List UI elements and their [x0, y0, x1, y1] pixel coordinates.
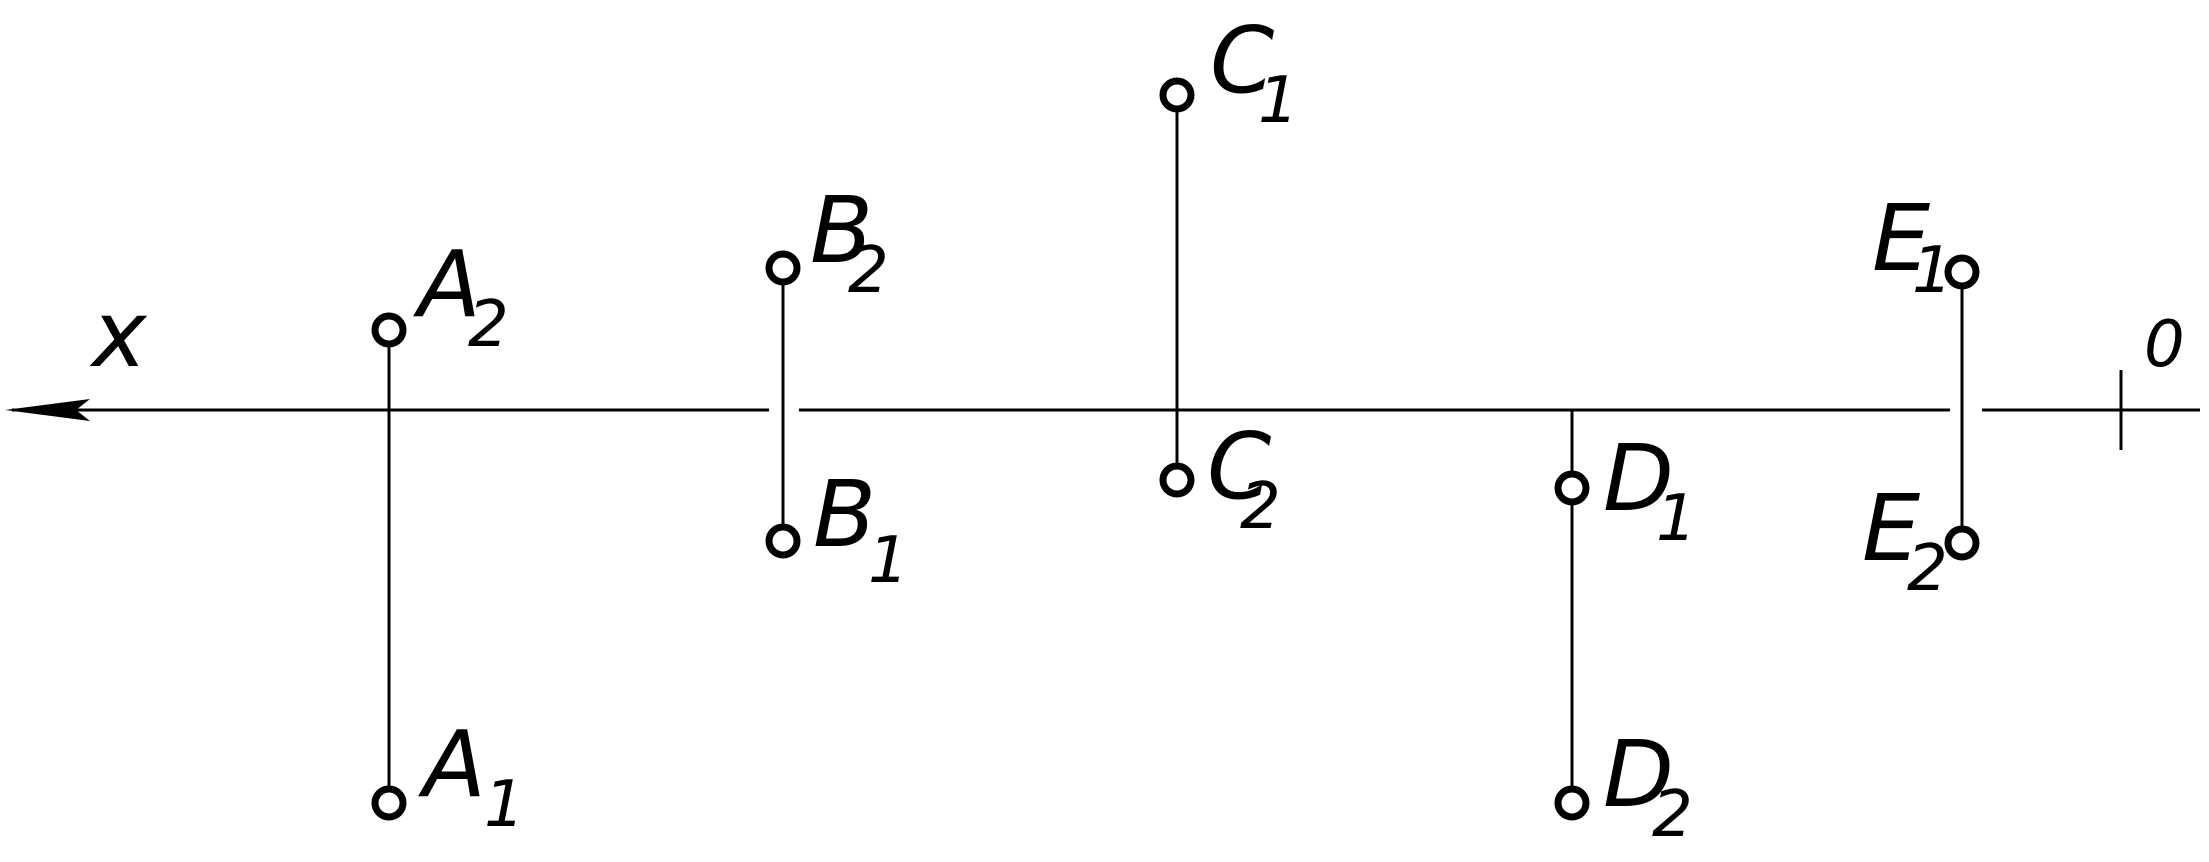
point-e2-label: E 2 — [1862, 475, 1948, 606]
point-a1-label: A 1 — [418, 711, 525, 842]
point-a2-marker — [371, 312, 407, 348]
point-a1-marker — [371, 785, 407, 821]
point-b1-index: 1 — [868, 524, 909, 598]
point-a1-index: 1 — [484, 768, 525, 842]
point-c1-label: C 1 — [1210, 7, 1299, 138]
point-e1-letter: E — [1872, 185, 1930, 292]
point-b2-marker — [765, 250, 801, 286]
point-d2-marker — [1554, 785, 1590, 821]
point-c1-letter: C — [1210, 7, 1274, 114]
point-b1-letter: B — [813, 461, 876, 568]
origin-label: 0 — [2144, 308, 2185, 382]
point-d1-letter: D — [1603, 425, 1674, 532]
point-c2-label: C 2 — [1207, 413, 1281, 544]
point-b1-label: B 1 — [813, 461, 909, 598]
point-a1-letter: A — [418, 711, 486, 818]
point-a2-letter: A — [413, 231, 481, 338]
x-axis-label: x — [89, 281, 148, 388]
point-c1-index: 1 — [1258, 64, 1299, 138]
point-c2-letter: C — [1207, 413, 1271, 520]
point-e2-letter: E — [1862, 475, 1920, 582]
point-b2-label: B 2 — [810, 177, 889, 308]
point-d2-label: D 2 — [1603, 721, 1693, 852]
point-d2-letter: D — [1603, 721, 1674, 828]
point-b1-marker — [765, 523, 801, 559]
point-a2-label: A 2 — [413, 231, 509, 362]
point-a2-index: 2 — [468, 288, 509, 362]
point-d2-index: 2 — [1652, 778, 1693, 852]
point-e2-marker — [1944, 525, 1980, 561]
point-d1-label: D 1 — [1603, 425, 1697, 556]
point-c1-marker — [1159, 77, 1195, 113]
point-d1-index: 1 — [1656, 482, 1697, 556]
point-e1-index: 1 — [1912, 234, 1953, 308]
x-axis — [5, 370, 2200, 450]
point-b2-index: 2 — [848, 234, 889, 308]
x-axis-arrowhead — [5, 399, 90, 421]
point-b2-letter: B — [810, 177, 873, 284]
point-c2-marker — [1159, 462, 1195, 498]
point-e1-marker — [1944, 254, 1980, 290]
point-d1-marker — [1554, 470, 1590, 506]
point-e2-index: 2 — [1907, 532, 1948, 606]
point-c2-index: 2 — [1240, 470, 1281, 544]
point-e1-label: E 1 — [1872, 185, 1953, 308]
